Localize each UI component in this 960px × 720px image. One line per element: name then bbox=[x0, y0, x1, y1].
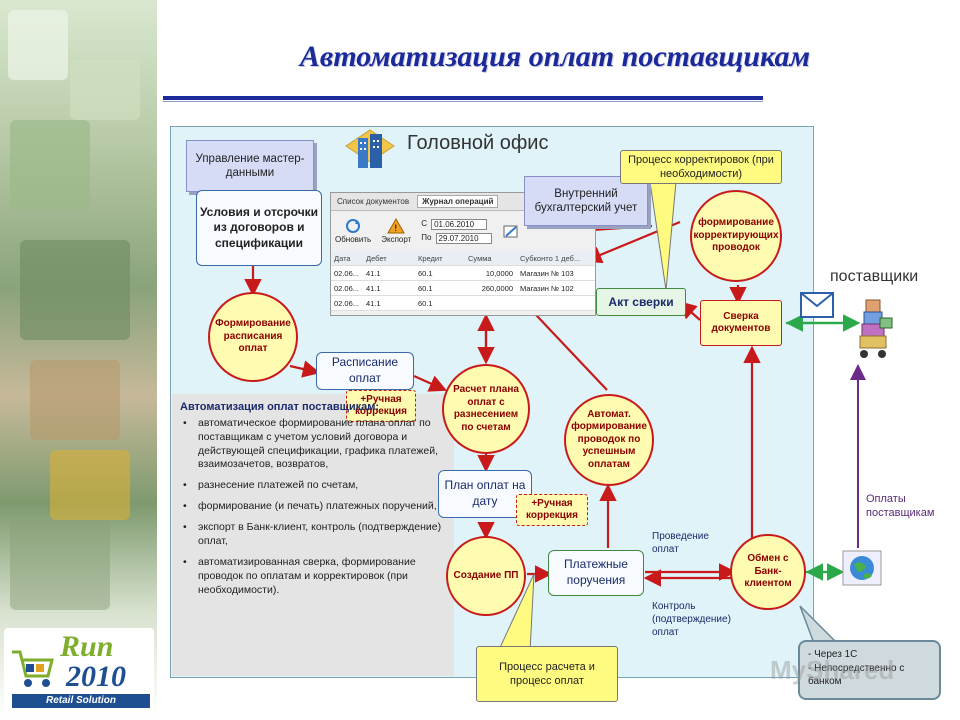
manual-correction-2: +Ручная коррекция bbox=[516, 494, 588, 526]
left-photo-strip bbox=[0, 0, 157, 720]
title-underline bbox=[163, 96, 763, 100]
bank-note-callout: - Через 1С - Непосредственно с банком bbox=[798, 640, 941, 700]
bank-globe-icon bbox=[842, 550, 882, 586]
doc-reconciliation-box: Сверка документов bbox=[700, 300, 782, 346]
bank-exchange-node: Обмен с Банк-клиентом bbox=[730, 534, 806, 610]
watermark: MyShared bbox=[770, 655, 895, 685]
refresh-icon bbox=[346, 219, 361, 233]
list-item: разнесение платежей по счетам, bbox=[180, 479, 450, 493]
payment-orders-box: Платежные поручения bbox=[548, 550, 644, 596]
control-payments-label: Контроль (подтверждение) оплат bbox=[652, 601, 731, 638]
head-office-label: Головной офис bbox=[407, 132, 549, 154]
title-underline-thin bbox=[163, 101, 763, 102]
office-building-icon bbox=[345, 129, 395, 168]
list-item: автоматизированная сверка, формирование … bbox=[180, 556, 450, 598]
envelope-icon bbox=[800, 292, 834, 318]
logo-tagline: Retail Solution bbox=[12, 694, 150, 708]
calc-plan-node: Расчет плана оплат с разнесением по счет… bbox=[442, 364, 530, 454]
payment-process-callout: Процесс расчета и процесс оплат bbox=[476, 646, 618, 702]
payment-schedule-box: Расписание оплат bbox=[316, 352, 414, 390]
logo-year: 2010 bbox=[66, 660, 126, 693]
act-reconciliation-box: Акт сверки bbox=[596, 288, 686, 316]
journal-table: Дата Дебет Кредит Сумма Субконто 1 деб..… bbox=[331, 251, 595, 311]
table-row[interactable]: 02.06... 41.1 60.1 260,0000 Магазин № 10… bbox=[331, 281, 595, 296]
journal-screenshot: Список документов Журнал операций Обнови… bbox=[330, 192, 596, 316]
date-to-input[interactable]: 29.07.2010 bbox=[435, 232, 492, 244]
list-item: экспорт в Банк-клиент, контроль (подтвер… bbox=[180, 521, 450, 549]
master-data-box: Управление мастер-данными bbox=[186, 140, 314, 192]
tab-document-list[interactable]: Список документов bbox=[337, 197, 410, 206]
summary-text: Автоматизация оплат поставщикам: автомат… bbox=[180, 400, 450, 605]
cart-logo-icon bbox=[12, 650, 54, 687]
export-button[interactable]: ! Экспорт bbox=[381, 218, 411, 244]
bank-note-line-1: - Через 1С bbox=[808, 649, 858, 660]
correction-process-callout: Процесс корректировок (при необходимости… bbox=[620, 150, 782, 184]
page-title: Автоматизация оплат поставщикам bbox=[299, 40, 811, 73]
table-row[interactable]: 02.06... 41.1 60.1 10,0000 Магазин № 103 bbox=[331, 266, 595, 281]
tab-operations-journal[interactable]: Журнал операций bbox=[417, 195, 499, 208]
calendar-edit-icon[interactable] bbox=[502, 223, 520, 239]
internal-accounting-box: Внутренний бухгалтерский учет bbox=[524, 176, 648, 226]
auto-postings-node: Автомат. формирование проводок по успешн… bbox=[564, 394, 654, 486]
warning-icon: ! bbox=[387, 218, 406, 234]
svg-text:!: ! bbox=[394, 224, 398, 234]
posting-payments-label: Проведение оплат bbox=[652, 531, 709, 555]
date-from-input[interactable]: 01.06.2010 bbox=[431, 218, 488, 230]
create-pp-node: Создание ПП bbox=[446, 536, 526, 616]
suppliers-label: поставщики bbox=[830, 268, 919, 285]
contract-terms-box: Условия и отсрочки из договоров и специф… bbox=[196, 190, 322, 266]
list-item: формирование (и печать) платежных поруче… bbox=[180, 500, 450, 514]
refresh-button[interactable]: Обновить bbox=[335, 218, 371, 244]
supplier-boxes-icon bbox=[859, 299, 893, 358]
list-item: автоматическое формирование плана оплат … bbox=[180, 417, 450, 473]
bank-note-line-2: - Непосредственно с банком bbox=[808, 662, 905, 688]
summary-header: Автоматизация оплат поставщикам: bbox=[180, 401, 380, 413]
table-row[interactable]: 02.06... 41.1 60.1 bbox=[331, 296, 595, 311]
summary-list: автоматическое формирование плана оплат … bbox=[180, 417, 450, 598]
supplier-payments-label: Оплаты поставщикам bbox=[866, 493, 935, 520]
logo-run: Run bbox=[60, 630, 114, 663]
correcting-postings-node: формирование корректирующих проводок bbox=[690, 190, 782, 282]
form-schedule-node: Формирование расписания оплат bbox=[208, 292, 298, 382]
table-header: Дата Дебет Кредит Сумма Субконто 1 деб..… bbox=[331, 251, 595, 266]
